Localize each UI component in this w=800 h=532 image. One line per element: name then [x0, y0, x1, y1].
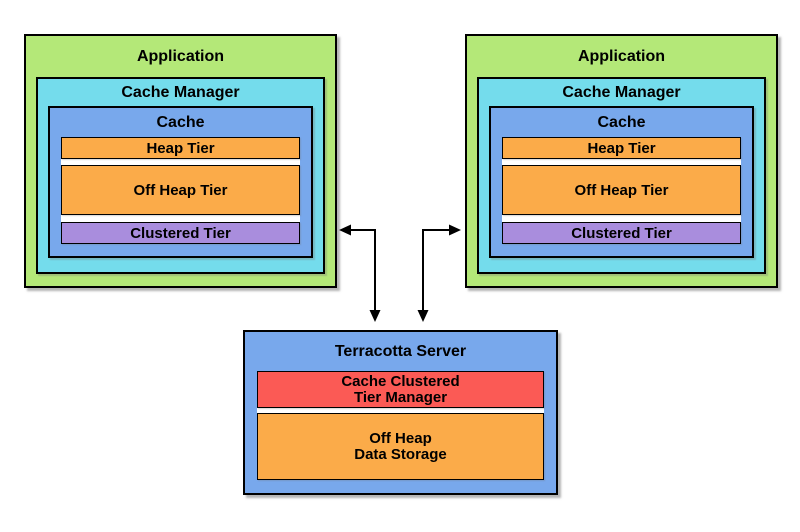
- component-label-line: Cache Clustered: [341, 372, 460, 390]
- application-title: Application: [136, 47, 225, 65]
- terracotta-server-title: Terracotta Server: [334, 342, 467, 360]
- component-label-line: Off Heap: [369, 429, 432, 447]
- application-box-left: Application Cache Manager Cache Heap Tie…: [24, 34, 337, 288]
- clustered-tier-box: Clustered Tier: [61, 222, 300, 244]
- arrow-left-app-to-server-icon: [339, 224, 381, 322]
- cache-title: Cache: [156, 113, 205, 131]
- clustered-tier-box: Clustered Tier: [502, 222, 741, 244]
- application-title: Application: [577, 47, 666, 65]
- off-heap-tier-box: Off Heap Tier: [61, 165, 300, 215]
- application-box-right: Application Cache Manager Cache Heap Tie…: [465, 34, 778, 288]
- component-label-line: Data Storage: [354, 445, 447, 463]
- tier-stack: Heap Tier Off Heap Tier Clustered Tier: [61, 137, 300, 244]
- cache-manager-box: Cache Manager Cache Heap Tier Off Heap T…: [36, 77, 325, 274]
- off-heap-tier-box: Off Heap Tier: [502, 165, 741, 215]
- off-heap-data-storage-box: Off Heap Data Storage: [257, 413, 544, 480]
- terracotta-server-box: Terracotta Server Cache Clustered Tier M…: [243, 330, 558, 495]
- component-label-line: Tier Manager: [353, 388, 448, 406]
- cache-title: Cache: [597, 113, 646, 131]
- cache-box: Cache Heap Tier Off Heap Tier Clustered …: [48, 106, 313, 258]
- cache-box: Cache Heap Tier Off Heap Tier Clustered …: [489, 106, 754, 258]
- cache-manager-box: Cache Manager Cache Heap Tier Off Heap T…: [477, 77, 766, 274]
- cache-clustered-tier-manager-box: Cache Clustered Tier Manager: [257, 371, 544, 408]
- arrow-right-app-to-server-icon: [417, 224, 461, 322]
- cache-manager-title: Cache Manager: [562, 83, 681, 101]
- tier-stack: Heap Tier Off Heap Tier Clustered Tier: [502, 137, 741, 244]
- server-component-stack: Cache Clustered Tier Manager Off Heap Da…: [257, 371, 544, 480]
- cache-manager-title: Cache Manager: [121, 83, 240, 101]
- heap-tier-box: Heap Tier: [502, 137, 741, 159]
- heap-tier-box: Heap Tier: [61, 137, 300, 159]
